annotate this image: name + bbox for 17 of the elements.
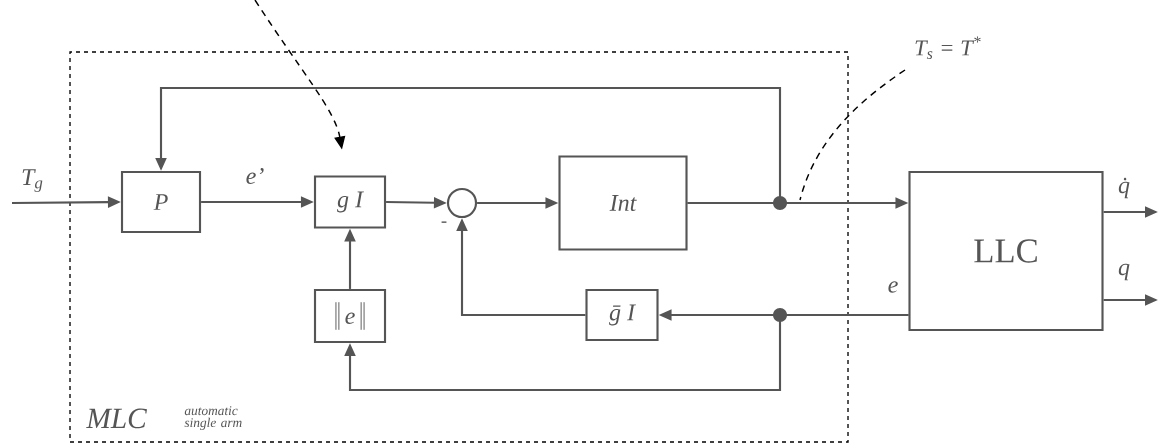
- leader-line: [799, 69, 906, 201]
- edge-label: e: [886, 279, 900, 295]
- arrow: [155, 86, 782, 205]
- block: Int: [558, 155, 688, 251]
- edge-label: q: [1116, 262, 1132, 282]
- summing-junction: [446, 187, 478, 219]
- block: P: [120, 170, 202, 234]
- edge-label: e’: [244, 166, 266, 186]
- input-label: T$_{g}$: [22, 169, 43, 192]
- block: ḡ I: [585, 288, 659, 342]
- edge-label: -: [439, 220, 449, 228]
- arrow: [344, 313, 909, 392]
- annotation-text: T$_{s}$ = T$^{*}$: [915, 36, 981, 59]
- edge-label: q̇: [1116, 176, 1132, 200]
- block: LLC: [908, 170, 1104, 332]
- block: e: [313, 288, 387, 344]
- block: g I: [313, 175, 387, 229]
